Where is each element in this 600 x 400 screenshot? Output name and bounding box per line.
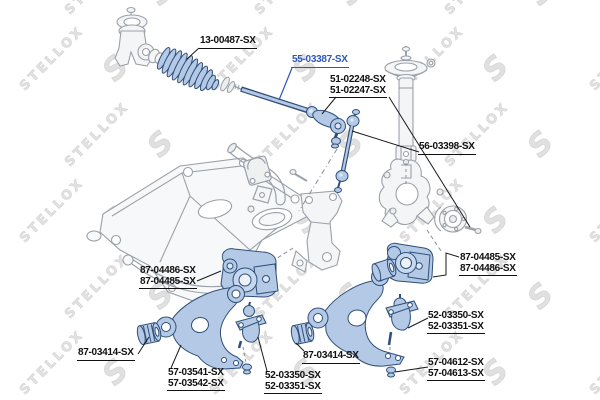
part-number[interactable]: 87-04485-SX <box>140 275 196 287</box>
part-number[interactable]: 87-03414-SX <box>303 350 359 361</box>
part-number[interactable]: 57-03542-SX <box>168 377 224 389</box>
steering-gear-context-drawing <box>114 6 164 67</box>
axial-rod-drawing <box>240 86 318 118</box>
rear-bushing-housing-left-drawing <box>220 248 279 298</box>
tie-rod-end-drawing <box>312 109 346 149</box>
part-label-front-bushing-left[interactable]: 87-03414-SX <box>77 347 135 361</box>
press-in-bushing-right-drawing <box>371 258 397 282</box>
ball-joint-left-drawing <box>235 301 267 349</box>
part-label-stabilizer-link[interactable]: 56-03398-SX <box>418 141 476 155</box>
front-bushing-right-drawing <box>290 321 315 345</box>
part-number[interactable]: 13-00487-SX <box>200 35 256 46</box>
part-number[interactable]: 52-03350-SX <box>265 370 321 381</box>
part-number[interactable]: 57-04613-SX <box>428 367 484 379</box>
part-label-axial-rod[interactable]: 55-03387-SX <box>291 54 349 68</box>
part-number[interactable]: 56-03398-SX <box>419 141 475 152</box>
part-label-steering-boot[interactable]: 13-00487-SX <box>199 35 257 49</box>
part-number[interactable]: 51-02248-SX <box>330 74 386 85</box>
part-number[interactable]: 57-03541-SX <box>168 367 224 378</box>
knuckle-context-drawing <box>378 158 444 228</box>
part-label-front-bushing-right[interactable]: 87-03414-SX <box>302 350 360 364</box>
part-number[interactable]: 52-03351-SX <box>265 380 321 392</box>
ball-joint-right-nut-drawing <box>386 366 396 378</box>
label-leader-lines <box>137 47 471 373</box>
part-number[interactable]: 52-03350-SX <box>428 310 484 321</box>
steering-boot-drawing <box>156 47 220 92</box>
highlighted-label-leader-line <box>278 67 293 101</box>
part-number[interactable]: 52-03351-SX <box>428 320 484 332</box>
part-number[interactable]: 87-04486-SX <box>460 262 516 274</box>
part-number[interactable]: 87-03414-SX <box>78 347 134 358</box>
rear-bushing-housing-right-drawing <box>383 242 434 284</box>
ball-joint-right-drawing <box>385 294 419 346</box>
front-bushing-left-drawing <box>136 321 162 346</box>
part-number[interactable]: 55-03387-SX <box>292 54 348 65</box>
part-number[interactable]: 87-04486-SX <box>140 265 196 276</box>
strut-context-drawing <box>384 46 436 162</box>
console-bracket-context-drawing <box>289 168 343 273</box>
stabilizer-link-drawing <box>334 109 360 193</box>
part-number[interactable]: 87-04485-SX <box>460 252 516 263</box>
wheel-hub-context-drawing <box>434 205 482 235</box>
part-number[interactable]: 51-02247-SX <box>330 84 386 96</box>
sway-bar-context-drawing <box>227 142 286 213</box>
part-number[interactable]: 57-04612-SX <box>428 357 484 368</box>
boot-clamps-context <box>220 76 244 93</box>
ball-joint-left-nut-drawing <box>242 363 252 375</box>
